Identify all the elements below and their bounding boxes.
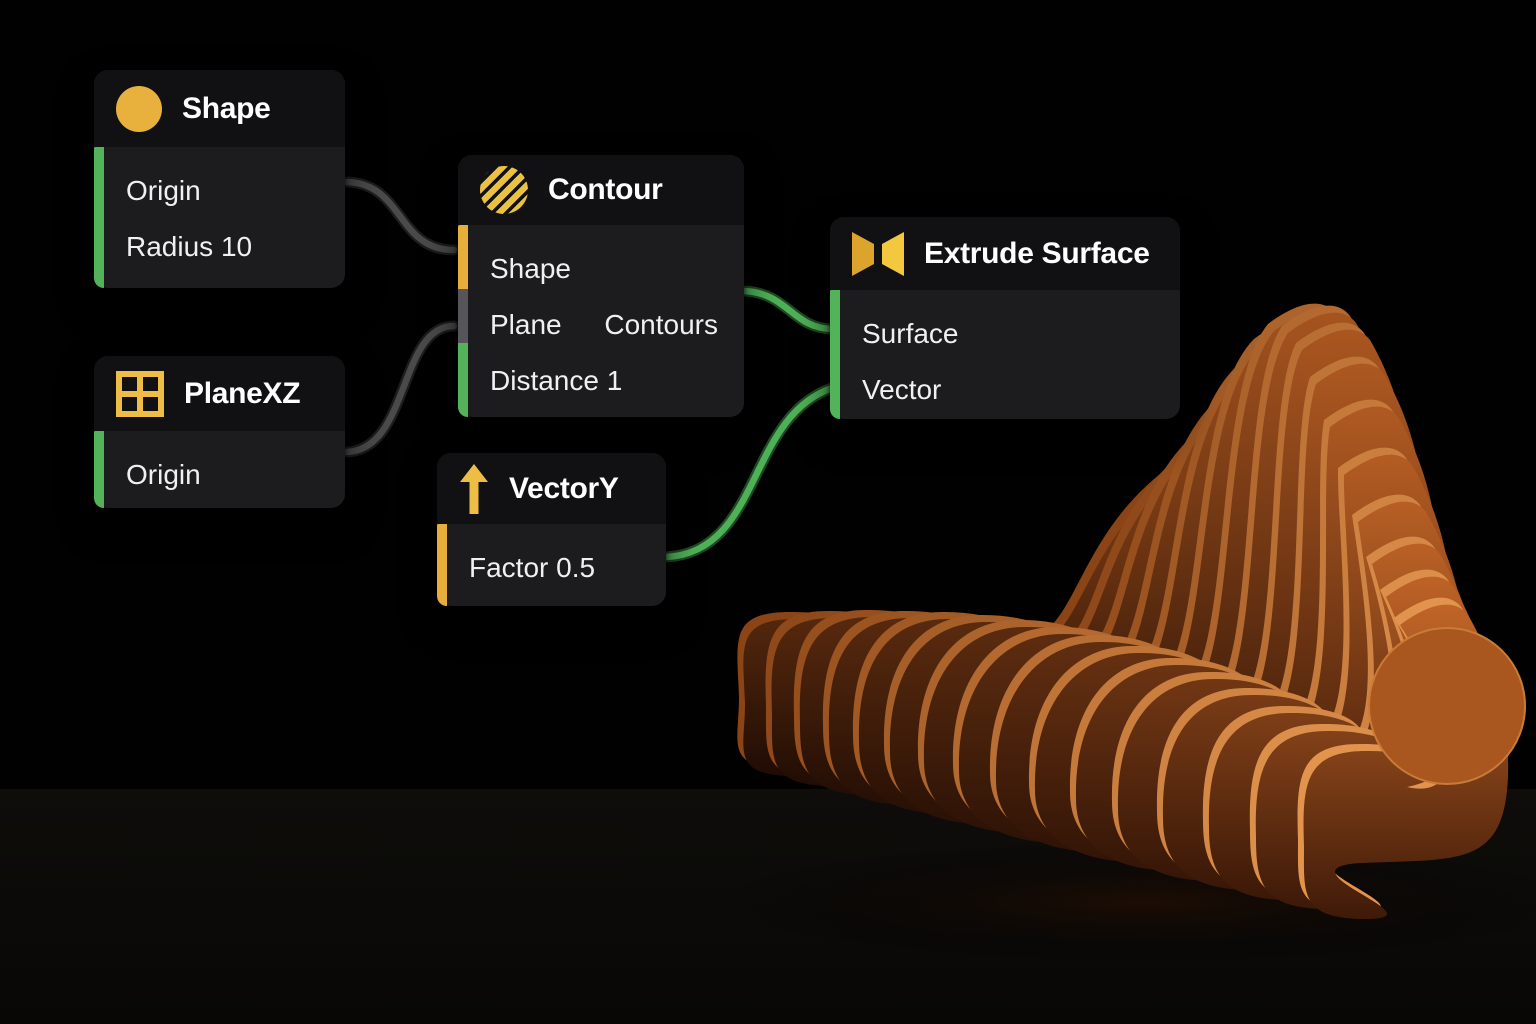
- node-shape-header[interactable]: Shape: [94, 70, 345, 147]
- sculpture-3d-render: [737, 303, 1526, 920]
- port-bar-vectory[interactable]: [437, 524, 447, 606]
- port-bar-planexz-outputs[interactable]: [94, 431, 104, 508]
- input-plane-output-contours: Plane Contours: [490, 309, 718, 340]
- node-planexz-header[interactable]: PlaneXZ: [94, 356, 345, 431]
- param-factor: Factor 0.5: [469, 552, 596, 583]
- input-surface: Surface: [862, 318, 959, 349]
- port-plane-input[interactable]: [458, 289, 468, 343]
- node-vectory-header[interactable]: VectorY: [437, 453, 666, 524]
- node-contour-header[interactable]: Contour: [458, 155, 744, 225]
- input-shape: Shape: [490, 253, 571, 284]
- wire-shape-to-contour[interactable]: [339, 176, 460, 256]
- grid-icon: [116, 370, 164, 417]
- node-extrude-header[interactable]: Extrude Surface: [830, 217, 1180, 290]
- output-contours-label: Contours: [604, 309, 718, 340]
- node-vectory[interactable]: VectorY Factor 0.5: [437, 453, 666, 606]
- node-title: VectorY: [509, 471, 619, 505]
- node-title: PlaneXZ: [184, 376, 301, 410]
- wires-layer: [339, 176, 838, 563]
- wire-vectory-to-extrude-vector[interactable]: [660, 382, 838, 563]
- circle-icon: [116, 85, 162, 132]
- input-vector: Vector: [862, 374, 942, 405]
- port-bar-shape-outputs[interactable]: [94, 147, 104, 288]
- node-extrude-surface[interactable]: Extrude Surface Surface Vector: [830, 217, 1180, 419]
- wire-contour-to-extrude-surface[interactable]: [738, 285, 838, 335]
- node-shape[interactable]: Shape Origin Radius 10: [94, 70, 345, 288]
- node-contour[interactable]: Contour Shape Plane Contours Distance 1: [458, 155, 744, 417]
- node-title: Shape: [182, 91, 271, 125]
- bowtie-icon: [852, 231, 904, 276]
- param-radius: Radius 10: [126, 231, 253, 262]
- diagonal-stripes-icon: [480, 166, 528, 214]
- port-shape-input[interactable]: [458, 225, 468, 289]
- port-bar-extrude-inputs[interactable]: [830, 290, 840, 419]
- param-origin: Origin: [126, 459, 201, 490]
- arrow-up-icon: [460, 463, 488, 514]
- node-planexz[interactable]: PlaneXZ Origin: [94, 356, 345, 508]
- node-title: Contour: [548, 173, 663, 206]
- param-origin: Origin: [126, 175, 201, 206]
- node-title: Extrude Surface: [924, 236, 1150, 270]
- port-distance-input[interactable]: [458, 343, 468, 417]
- param-distance: Distance 1: [490, 365, 623, 396]
- wire-planexz-to-contour[interactable]: [339, 320, 460, 458]
